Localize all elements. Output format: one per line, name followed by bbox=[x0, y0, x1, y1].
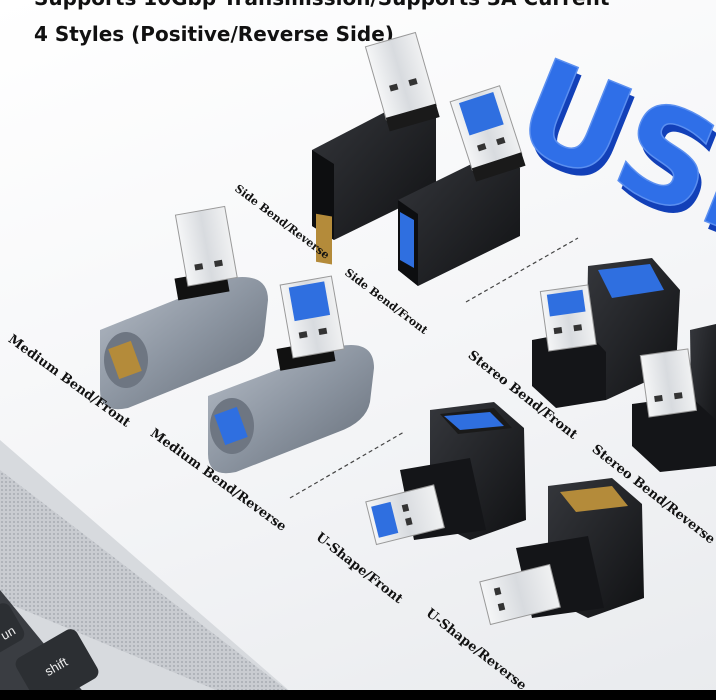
separator-lines bbox=[289, 237, 579, 499]
speaker-grille bbox=[0, 470, 300, 700]
usb-logo-text: USB bbox=[497, 30, 716, 283]
adapter-side-bend-front bbox=[398, 85, 526, 286]
adapter-medium-bend-reverse bbox=[208, 275, 374, 474]
adapter-medium-bend-front bbox=[100, 205, 268, 410]
laptop-corner bbox=[0, 440, 300, 700]
keyboard-key-shift bbox=[15, 629, 99, 700]
usb-logo: USB USB bbox=[497, 29, 716, 290]
headline-styles: 4 Styles (Positive/Reverse Side) bbox=[34, 22, 394, 46]
adapter-stereo-bend-reverse bbox=[632, 324, 716, 472]
headline-features: Supports 10Gbp Transmission/Supports 3A … bbox=[34, 0, 609, 10]
adapter-u-shape-reverse bbox=[479, 478, 644, 626]
bottom-bar bbox=[0, 690, 716, 700]
adapter-u-shape-front bbox=[365, 402, 526, 546]
keyboard-key-partial bbox=[0, 603, 25, 659]
